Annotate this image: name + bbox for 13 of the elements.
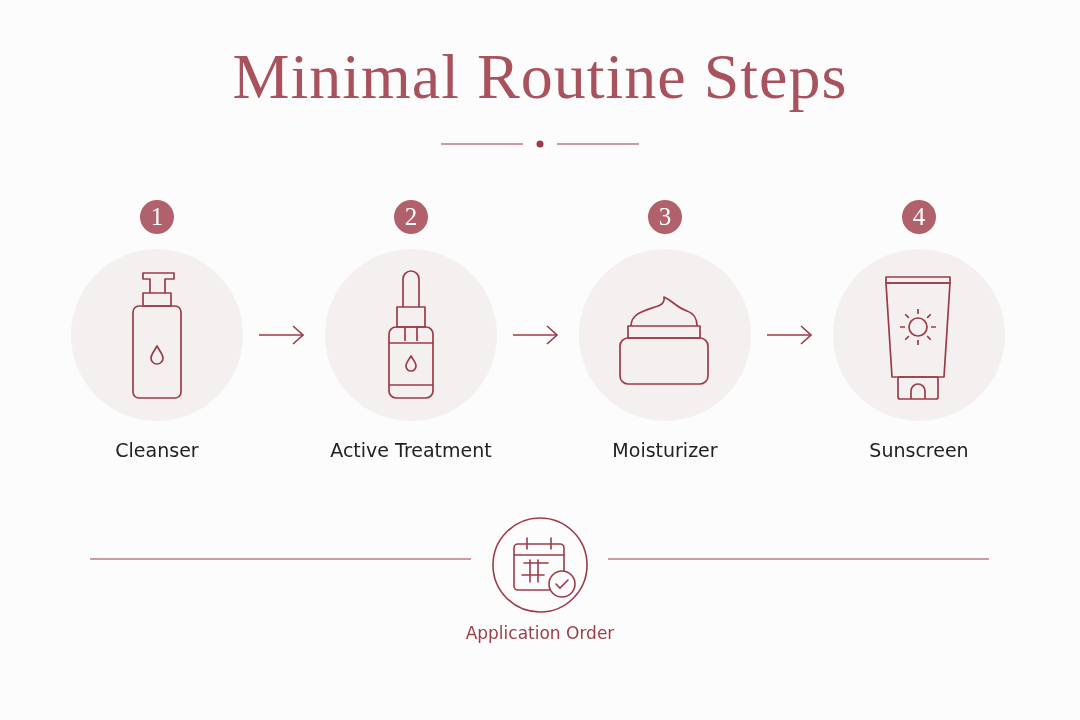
step-label: Moisturizer [611, 438, 719, 463]
step-number: 2 [394, 200, 428, 234]
arrow [766, 325, 812, 345]
step-number: 4 [902, 200, 936, 234]
arrow [512, 325, 558, 345]
arrow [258, 325, 304, 345]
step-label: Cleanser [114, 438, 200, 463]
step-number: 1 [140, 200, 174, 234]
step-number: 3 [648, 200, 682, 234]
title: Minimal Routine Steps [231, 40, 849, 114]
step-label: Sunscreen [868, 438, 970, 463]
step-label: Active Treatment [329, 438, 493, 463]
caption-label: Application Order [464, 623, 616, 643]
